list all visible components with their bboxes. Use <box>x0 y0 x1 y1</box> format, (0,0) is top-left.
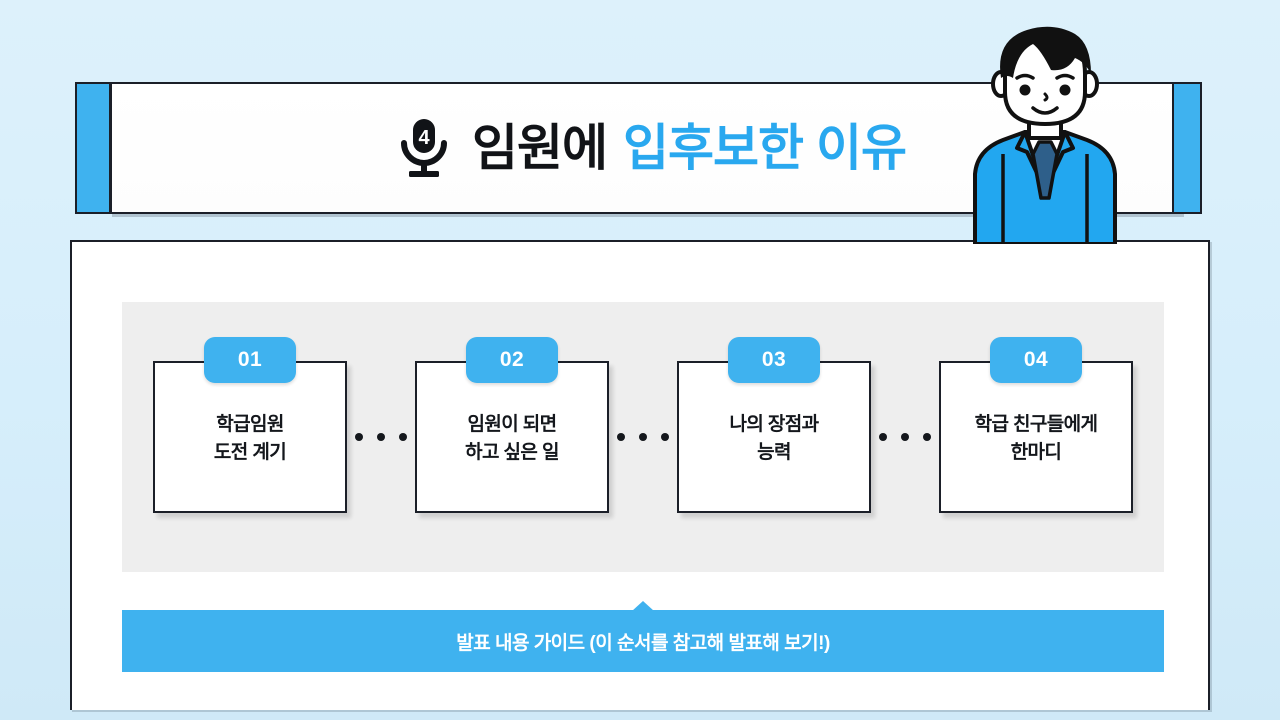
step-item[interactable]: 02 임원이 되면 하고 싶은 일 <box>415 337 609 513</box>
character-tie <box>1031 140 1059 200</box>
connector-dot <box>399 433 407 441</box>
title-content: 4 임원에 입후보한 이유 <box>110 82 1182 214</box>
connector-dot <box>879 433 887 441</box>
microphone-icon: 4 <box>401 119 448 177</box>
connector-dot <box>639 433 647 441</box>
step-label: 학급임원 도전 계기 <box>213 414 287 463</box>
slide-title-bar: 4 임원에 입후보한 이유 <box>75 82 1210 214</box>
page-title-highlight: 입후보한 이유 <box>623 120 907 176</box>
step-connector-dots <box>347 433 415 441</box>
microphone-badge-number: 4 <box>418 127 430 149</box>
title-accent-block-left <box>75 82 111 214</box>
slide-body-panel: 01 학급임원 도전 계기 02 임원이 되면 하고 싶은 일 03 나의 장점… <box>70 240 1210 710</box>
step-label: 임원이 되면 하고 싶은 일 <box>465 414 559 463</box>
title-accent-block-right <box>1172 82 1202 214</box>
step-item[interactable]: 01 학급임원 도전 계기 <box>153 337 347 513</box>
step-box: 01 학급임원 도전 계기 <box>153 337 347 513</box>
step-number-badge: 02 <box>466 337 558 383</box>
connector-dot <box>923 433 931 441</box>
step-number-badge: 01 <box>204 337 296 383</box>
step-box: 04 학급 친구들에게 한마디 <box>939 337 1133 513</box>
step-number-badge: 03 <box>728 337 820 383</box>
page-title-primary: 임원에 <box>472 120 608 176</box>
connector-dot <box>661 433 669 441</box>
connector-dot <box>617 433 625 441</box>
character-eye-left <box>1019 84 1031 96</box>
step-connector-dots <box>609 433 677 441</box>
connector-dot <box>901 433 909 441</box>
banner-pointer-triangle <box>632 601 654 611</box>
step-item[interactable]: 03 나의 장점과 능력 <box>677 337 871 513</box>
step-number-badge: 04 <box>990 337 1082 383</box>
guide-banner-wrapper: 발표 내용 가이드 (이 순서를 참고해 발표해 보기!) <box>122 601 1164 672</box>
step-label: 학급 친구들에게 한마디 <box>974 414 1098 463</box>
character-smile <box>1031 106 1059 115</box>
connector-dot <box>355 433 363 441</box>
step-label: 나의 장점과 능력 <box>729 414 819 463</box>
guide-banner: 발표 내용 가이드 (이 순서를 참고해 발표해 보기!) <box>122 610 1164 672</box>
character-hair <box>1000 26 1091 78</box>
step-connector-dots <box>871 433 939 441</box>
step-flow-strip: 01 학급임원 도전 계기 02 임원이 되면 하고 싶은 일 03 나의 장점… <box>122 302 1164 572</box>
character-eye-right <box>1059 84 1071 96</box>
step-box: 03 나의 장점과 능력 <box>677 337 871 513</box>
presenter-character-illustration <box>973 26 1117 244</box>
step-item[interactable]: 04 학급 친구들에게 한마디 <box>939 337 1133 513</box>
connector-dot <box>377 433 385 441</box>
step-box: 02 임원이 되면 하고 싶은 일 <box>415 337 609 513</box>
